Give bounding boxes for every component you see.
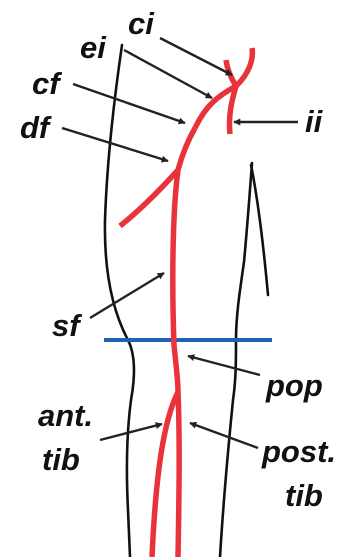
- arrow-ci: [160, 38, 232, 75]
- label-cf: cf: [32, 66, 62, 101]
- label-ci: ci: [128, 6, 155, 41]
- groin-fold: [251, 165, 268, 295]
- label-ei: ei: [80, 30, 107, 65]
- common-iliac-artery: [236, 48, 252, 86]
- arteries: [120, 48, 252, 557]
- label-sf: sf: [52, 308, 82, 343]
- arrow-post-tib: [190, 423, 258, 448]
- arrow-df: [62, 128, 168, 161]
- label-ii: ii: [305, 104, 324, 139]
- label-post-line2: tib: [285, 478, 323, 513]
- common-femoral-artery: [178, 128, 195, 170]
- label-post-line1: post.: [261, 434, 336, 469]
- label-ant-line2: tib: [42, 442, 80, 477]
- arrow-ant-tib: [100, 424, 162, 440]
- deep-femoral-artery: [120, 170, 178, 226]
- anterior-tibial-artery: [152, 392, 178, 557]
- superficial-femoral-artery: [173, 170, 178, 345]
- label-ant-line1: ant.: [38, 398, 93, 433]
- arrow-sf: [90, 273, 164, 318]
- popliteal-artery: [174, 345, 178, 392]
- posterior-tibial-artery: [178, 392, 179, 557]
- label-pop: pop: [265, 368, 323, 403]
- internal-iliac-artery: [229, 86, 236, 134]
- arrow-cf: [73, 84, 185, 123]
- label-df: df: [20, 110, 52, 145]
- arrow-pop: [188, 356, 260, 375]
- thigh-inner-contour: [220, 163, 252, 557]
